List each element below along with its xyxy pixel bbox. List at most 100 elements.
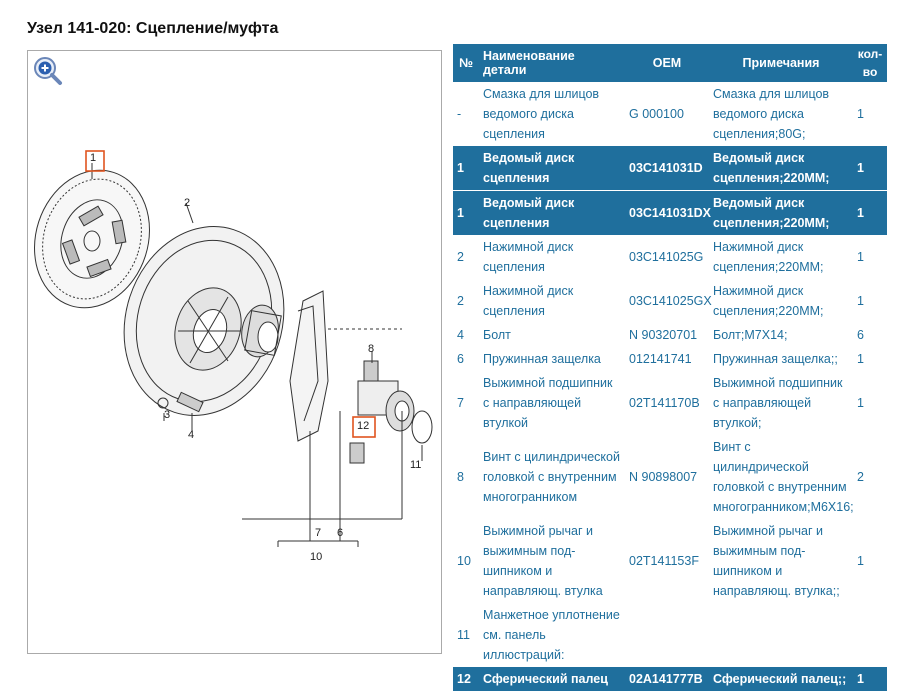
cell-notes: Нажимной диск сцепления;220MM;: [713, 240, 824, 274]
cell-notes: Винт с цилиндрической головкой с внутрен…: [713, 440, 854, 514]
table-row[interactable]: 11 Манжетное уплотнение см. панель иллюст…: [453, 603, 887, 667]
cell-oem: 012141741: [629, 352, 692, 366]
bolt-drawings: [157, 360, 379, 464]
column-header-number: №: [453, 44, 479, 82]
zoom-in-icon[interactable]: [33, 56, 63, 91]
cell-oem: 02T141153F: [629, 554, 699, 568]
cell-oem: N 90320701: [629, 328, 698, 342]
cell-name: Выжимной подшипник с направляющей втулко…: [483, 376, 613, 430]
label-3[interactable]: 3: [164, 409, 171, 421]
column-header-oem: OEM: [625, 44, 709, 82]
cell-oem: 02T141170B: [629, 396, 700, 410]
cell-name: Винт с цилиндрической головкой с внутрен…: [483, 450, 620, 504]
label-12[interactable]: 12: [357, 420, 370, 432]
cell-oem: G 000100: [629, 107, 684, 121]
pressure-plate-drawing: [123, 226, 285, 416]
cell-quantity: 1: [857, 294, 864, 308]
cell-name: Манжетное уплотнение см. панель иллюстра…: [483, 608, 620, 662]
label-11[interactable]: 11: [410, 459, 422, 471]
column-header-quantity: кол-во: [853, 44, 887, 82]
cell-oem: N 90898007: [629, 470, 698, 484]
cell-notes: Выжимной подшипник с направляющей втулко…: [713, 376, 843, 430]
cell-oem: 03C141031D: [625, 146, 709, 191]
cell-name: Выжимной рычаг и выжимным под- шипником …: [483, 524, 603, 598]
cell-name: Нажимной диск сцепления: [483, 284, 574, 318]
cell-number: 11: [457, 628, 470, 642]
cell-number: -: [457, 107, 462, 121]
label-2[interactable]: 2: [184, 197, 191, 209]
cell-oem: 03C141025G: [629, 250, 704, 264]
cell-oem: [625, 603, 709, 667]
cell-quantity: 1: [853, 146, 887, 191]
cell-name: Сферический палец: [479, 667, 625, 691]
label-6[interactable]: 6: [337, 527, 344, 539]
cell-quantity: 1: [857, 352, 864, 366]
cell-notes: Смазка для шлицов ведомого диска сцеплен…: [713, 87, 830, 141]
cell-quantity: [853, 603, 887, 667]
label-8[interactable]: 8: [368, 343, 375, 355]
column-header-name: Наименование детали: [479, 44, 625, 82]
cell-number: 4: [457, 328, 464, 342]
cell-notes: Нажимной диск сцепления;220MM;: [713, 284, 824, 318]
cell-name: Смазка для шлицов ведомого диска сцеплен…: [483, 87, 600, 141]
clutch-exploded-view: [34, 150, 433, 547]
table-row[interactable]: 7 Выжимной подшипник с направляющей втулк…: [453, 371, 887, 435]
cell-notes: [709, 603, 853, 667]
table-row[interactable]: - Смазка для шлицов ведомого диска сцепле…: [453, 82, 887, 146]
cell-number: 6: [457, 352, 464, 366]
table-header-row: № Наименование детали OEM Примечания кол…: [453, 44, 887, 82]
release-bearing-drawing: [241, 304, 282, 358]
table-row[interactable]: 6 Пружинная защелка 012141741 Пружинная защ…: [453, 347, 887, 371]
cell-name: Ведомый диск сцепления: [479, 190, 625, 235]
table-row[interactable]: 10 Выжимной рычаг и выжимным под- шипнико…: [453, 519, 887, 603]
cell-notes: Выжимной рычаг и выжимным под- шипником …: [713, 524, 840, 598]
cell-number: 1: [453, 190, 479, 235]
table-row[interactable]: 2 Нажимной диск сцепления 03C141025G Нажимн…: [453, 235, 887, 279]
cell-quantity: 1: [853, 667, 887, 691]
cell-number: 10: [457, 554, 471, 568]
cell-number: 12: [453, 667, 479, 691]
label-7[interactable]: 7: [315, 527, 322, 539]
cell-oem: 02A141777B: [625, 667, 709, 691]
label-1[interactable]: 1: [90, 152, 97, 164]
cell-notes: Болт;M7X14;: [713, 328, 788, 342]
parts-diagram: 1 2 3 4 6 7 8 10 11 12: [27, 50, 442, 654]
table-row[interactable]: 8 Винт с цилиндрической головкой с внутре…: [453, 435, 887, 519]
callout-12: [352, 416, 376, 438]
table-row[interactable]: 4 Болт N 90320701 Болт;M7X14; 6: [453, 323, 887, 347]
cell-number: 8: [457, 470, 464, 484]
cell-name: Пружинная защелка: [483, 352, 601, 366]
cell-quantity: 2: [857, 470, 864, 484]
cell-name: Болт: [483, 328, 511, 342]
cell-quantity: 1: [857, 554, 864, 568]
cell-number: 2: [457, 250, 464, 264]
cell-number: 7: [457, 396, 464, 410]
clutch-disc-drawing: [34, 169, 150, 309]
cell-name: Ведомый диск сцепления: [479, 146, 625, 191]
cell-notes: Ведомый диск сцепления;220MM;: [709, 146, 853, 191]
parts-table: № Наименование детали OEM Примечания кол…: [453, 44, 887, 691]
cell-quantity: 1: [857, 107, 864, 121]
cell-number: 1: [453, 146, 479, 191]
seal-ring-drawing: [411, 410, 433, 444]
cell-number: 2: [457, 294, 464, 308]
cell-quantity: 1: [857, 250, 864, 264]
cell-oem: 03C141031DX: [625, 190, 711, 235]
column-header-notes: Примечания: [709, 44, 853, 82]
cell-name: Нажимной диск сцепления: [483, 240, 574, 274]
label-4[interactable]: 4: [188, 429, 195, 441]
release-lever-drawing: [289, 290, 329, 442]
cell-notes: Пружинная защелка;;: [713, 352, 838, 366]
label-10[interactable]: 10: [310, 551, 323, 563]
callout-1: [85, 150, 105, 172]
cell-notes: Ведомый диск сцепления;220MM;: [709, 190, 853, 235]
cell-notes: Сферический палец;;: [709, 667, 853, 691]
cell-quantity: 6: [857, 328, 864, 342]
page-title: Узел 141-020: Сцепление/муфта: [27, 20, 279, 37]
cell-quantity: 1: [857, 396, 864, 410]
cell-oem: 03C141025GX: [629, 294, 712, 308]
